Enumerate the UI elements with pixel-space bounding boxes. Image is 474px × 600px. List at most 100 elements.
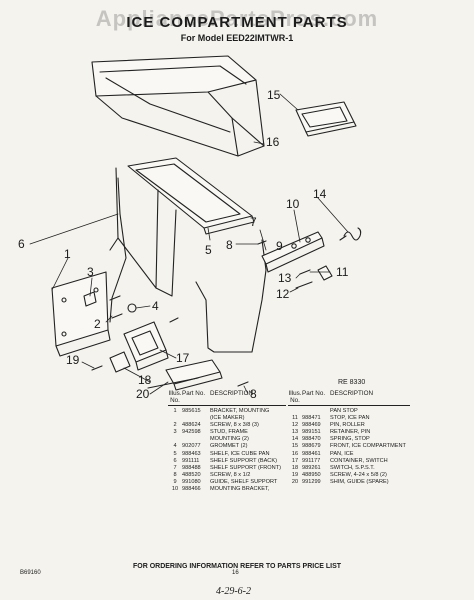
part-description: SHELF, ICE CUBE PAN (210, 450, 270, 457)
part-number: 988461 (302, 450, 321, 457)
part-description: SCREW, 4-24 x 5/8 (2) (330, 471, 387, 478)
handwritten-date: 4-29-6-2 (216, 586, 251, 597)
part-description: BRACKET, MOUNTING (210, 408, 270, 414)
part-description: MOUNTING BRACKET, (210, 486, 270, 493)
illus-number: 10 (171, 486, 179, 493)
part-pin-retainer (299, 269, 311, 275)
part-switch-container (123, 321, 169, 371)
part-screw-small (111, 313, 123, 319)
illus-number: 9 (173, 478, 177, 485)
part-screw-4-24 (91, 365, 103, 371)
part-description: GUIDE, SHELF SUPPORT (210, 478, 278, 485)
ordering-footer: FOR ORDERING INFORMATION REFER TO PARTS … (132, 563, 342, 570)
parts-table-left: Illus. No. Part No. DESCRIPTION 1 985615 B… (168, 390, 286, 493)
illus-number: 12 (291, 422, 299, 429)
callout-12: 12 (276, 287, 290, 301)
callout-1: 1 (64, 247, 71, 261)
callout-14: 14 (313, 187, 327, 201)
part-description: SHIM, GUIDE (SPARE) (330, 478, 389, 485)
part-spring-stop (339, 227, 362, 241)
part-pan-stop-bracket (261, 231, 325, 273)
parts-table-right: Illus. No. Part No. DESCRIPTION PAN STOP… (288, 390, 410, 486)
table-row: 1 985615 BRACKET, MOUNTING (168, 408, 286, 415)
part-roller-pin (295, 281, 313, 289)
illus-number: 3 (173, 429, 177, 436)
illus-number: 14 (291, 436, 299, 443)
part-ice-compartment-front (295, 101, 357, 137)
part-description: PAN, ICE (330, 450, 354, 457)
part-shelf-support-front (195, 239, 267, 353)
part-number: 985615 (182, 408, 201, 414)
callout-4: 4 (152, 299, 159, 313)
part-number: 988679 (302, 443, 321, 450)
illus-number (288, 408, 302, 415)
illus-number: 19 (291, 471, 299, 478)
part-shelf-support-guide (165, 359, 223, 391)
callout-2: 2 (94, 317, 101, 331)
part-screw-small (109, 295, 121, 301)
part-number: 988466 (182, 486, 201, 493)
page-title: ICE COMPARTMENT PARTS (126, 14, 348, 31)
callout-10: 10 (286, 197, 300, 211)
part-guide-shim (147, 377, 199, 389)
watermark: AppliancePartsPros.com (95, 6, 379, 31)
part-ice-pan-stop (317, 265, 333, 281)
illus-number: 18 (291, 464, 299, 471)
illus-number: 13 (291, 429, 299, 436)
callout-6: 6 (18, 237, 25, 251)
part-number: 991299 (302, 478, 321, 485)
callout-8b: 8 (250, 387, 257, 400)
header-illus: Illus. No. (288, 390, 302, 404)
table-header: Illus. No. Part No. DESCRIPTION (168, 390, 286, 406)
illus-number: 6 (173, 457, 177, 464)
callout-3: 3 (87, 265, 94, 279)
header-part: Part No. (182, 390, 206, 397)
part-screw-8 (169, 317, 179, 323)
table-header: Illus. No. Part No. DESCRIPTION (288, 390, 410, 406)
part-description: SPRING, STOP (330, 436, 370, 443)
part-back-panel (109, 167, 177, 297)
part-description: STOP, ICE PAN (330, 415, 370, 422)
callout-7: 7 (250, 215, 257, 229)
part-number: 988470 (302, 436, 321, 443)
callout-5: 5 (205, 243, 212, 257)
callout-16: 16 (266, 135, 280, 149)
header-description: DESCRIPTION (330, 390, 374, 397)
part-ice-pan (91, 55, 265, 157)
table-row: MOUNTING (2) (168, 436, 286, 443)
part-number: 488520 (182, 471, 201, 478)
illus-number: 17 (291, 457, 299, 464)
part-description: SHELF SUPPORT (FRONT) (210, 464, 281, 471)
illus-number: 8 (173, 471, 177, 478)
part-screw-8 (237, 381, 249, 387)
part-number: 991177 (302, 457, 321, 464)
header-illus: Illus. No. (168, 390, 182, 404)
part-mounting-bracket (51, 271, 111, 357)
callout-20: 20 (136, 387, 150, 400)
illus-number: 2 (173, 422, 177, 429)
part-number: 989151 (302, 429, 321, 436)
part-description: PAN STOP (330, 408, 358, 414)
table-row: (ICE MAKER) (168, 415, 286, 422)
print-code: B69160 (20, 570, 41, 576)
illus-number: 1 (173, 408, 177, 414)
illus-number: 20 (291, 478, 299, 485)
header-description: DESCRIPTION (210, 390, 254, 397)
part-ice-cube-pan-shelf (127, 157, 255, 235)
part-screw-8 (257, 240, 267, 245)
illus-number: 11 (292, 415, 298, 422)
part-number (182, 436, 210, 443)
